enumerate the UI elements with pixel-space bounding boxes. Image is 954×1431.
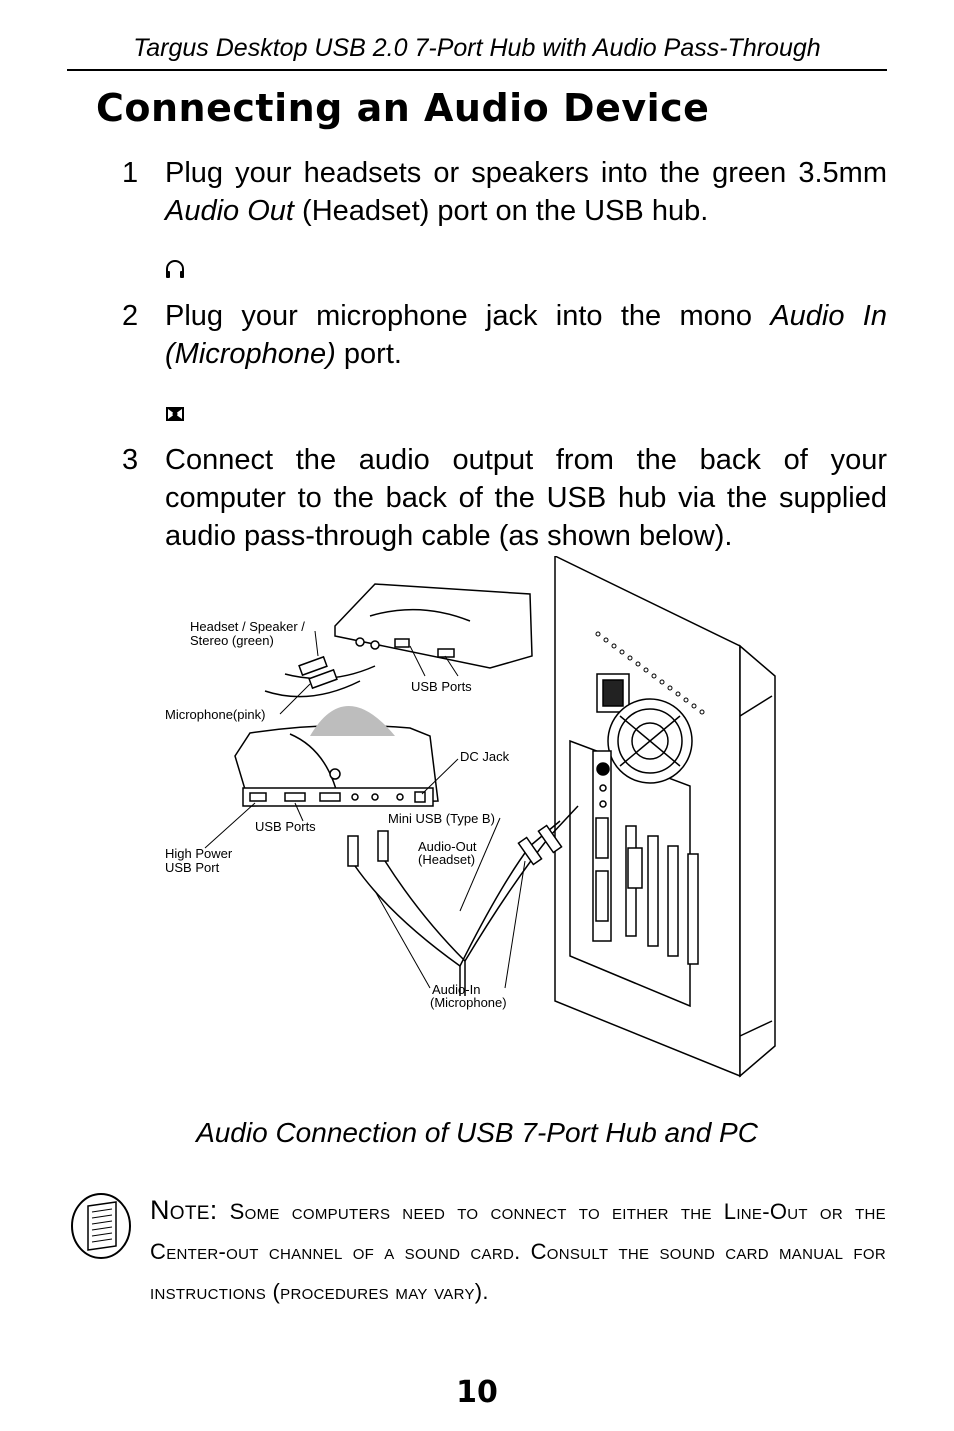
label-usb-ports-bottom: USB Ports <box>255 819 316 834</box>
label-headset-speaker: Headset / Speaker / <box>190 619 305 634</box>
step-text: Plug your microphone jack into the mono … <box>165 300 887 370</box>
headphone-icon <box>166 260 184 278</box>
step-3: 3 Connect the audio output from the back… <box>122 441 887 555</box>
label-headset: (Headset) <box>418 852 475 867</box>
figure-caption: Audio Connection of USB 7-Port Hub and P… <box>196 1117 758 1148</box>
label-audio-out: Audio-Out <box>418 839 477 854</box>
step-text: Connect the audio output from the back o… <box>165 444 887 552</box>
step-number: 1 <box>122 157 139 189</box>
label-audio-in: Audio-In <box>432 982 480 997</box>
label-usb-ports-top: USB Ports <box>411 679 472 694</box>
microphone-icon <box>166 407 184 421</box>
audio-connection-figure: Headset / Speaker / Stereo (green) Micro… <box>165 556 776 1078</box>
audio-cables <box>264 665 579 996</box>
note-text: Note: Some computers need to connect to … <box>150 1190 886 1312</box>
note-lead: Note: <box>150 1195 218 1225</box>
label-microphone: (Microphone) <box>430 995 507 1010</box>
header-rule <box>67 69 887 71</box>
plugs <box>298 655 563 867</box>
note-icon <box>71 1193 131 1259</box>
running-head: Targus Desktop USB 2.0 7-Port Hub with A… <box>133 34 821 62</box>
section-title: Connecting an Audio Device <box>96 86 710 130</box>
step-text: Plug your headsets or speakers into the … <box>165 157 887 227</box>
label-stereo-green: Stereo (green) <box>190 633 274 648</box>
label-microphone-pink: Microphone(pink) <box>165 707 265 722</box>
hub-back-view <box>334 583 533 669</box>
step-number: 2 <box>122 300 139 332</box>
label-high-power: High Power <box>165 846 233 861</box>
highlight-shape <box>310 706 395 736</box>
step-number: 3 <box>122 444 139 476</box>
step-1: 1 Plug your headsets or speakers into th… <box>122 154 887 230</box>
note-body: Some computers need to connect to either… <box>150 1199 886 1304</box>
hub-front-view <box>234 724 439 807</box>
step-2: 2 Plug your microphone jack into the mon… <box>122 297 887 373</box>
page-number: 10 <box>456 1375 498 1410</box>
pc-vents <box>595 631 705 715</box>
pc-tower <box>554 556 776 1078</box>
label-usb-port: USB Port <box>165 860 220 875</box>
label-dc-jack: DC Jack <box>460 749 510 764</box>
leader-lines <box>204 630 526 989</box>
label-mini-usb: Mini USB (Type B) <box>388 811 495 826</box>
